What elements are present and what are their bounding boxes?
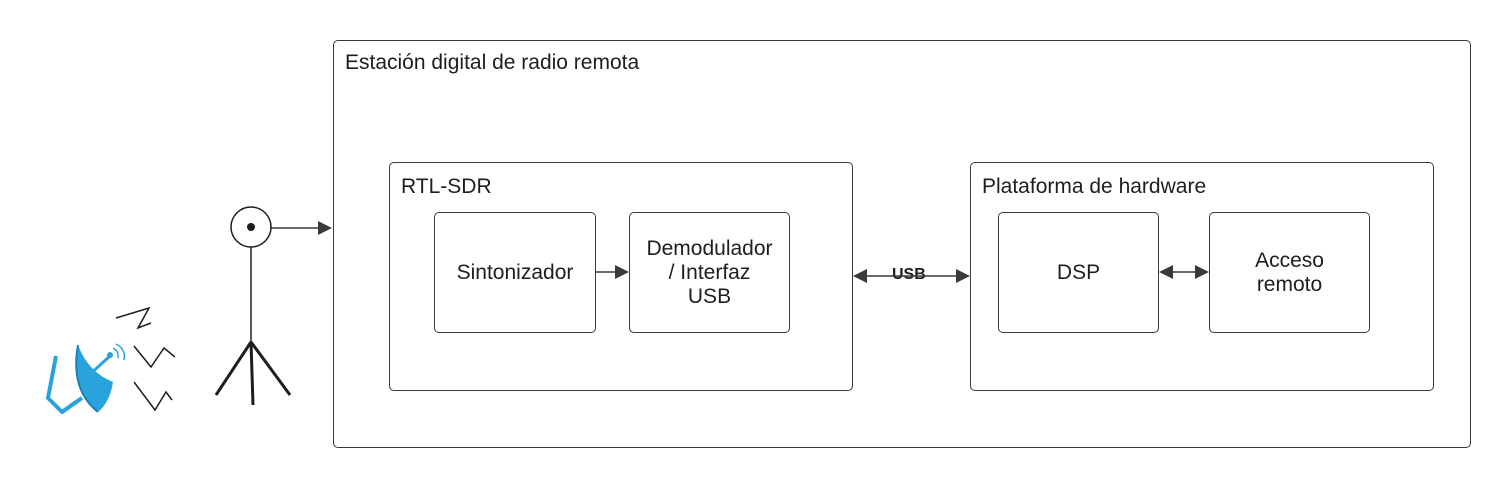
usb-bidirectional-arrow	[853, 269, 970, 283]
demodulator-block: Demodulador / Interfaz USB	[629, 212, 790, 333]
hardware-platform-container	[970, 162, 1434, 391]
station-container	[333, 40, 1471, 448]
tuner-to-demodulator-arrow	[596, 265, 629, 279]
dsp-remote-bidirectional-arrow	[1159, 265, 1209, 279]
rtl-sdr-container	[389, 162, 853, 391]
demodulator-label: Demodulador / Interfaz USB	[646, 236, 773, 308]
remote-access-label: Acceso remoto	[1255, 248, 1324, 296]
dsp-label: DSP	[1056, 260, 1101, 284]
usb-link-label: USB	[892, 266, 926, 283]
rtl-sdr-title: RTL-SDR	[401, 175, 492, 198]
antenna-to-station-arrow	[271, 221, 332, 235]
radio-waves-icon	[115, 306, 176, 412]
tuner-label: Sintonizador	[456, 260, 574, 284]
remote-access-block: Acceso remoto	[1209, 212, 1370, 333]
satellite-dish-icon	[46, 343, 126, 414]
tuner-block: Sintonizador	[434, 212, 596, 333]
dsp-block: DSP	[998, 212, 1159, 333]
hardware-platform-title: Plataforma de hardware	[982, 175, 1207, 198]
station-title: Estación digital de radio remota	[345, 51, 640, 74]
antenna-icon	[214, 206, 292, 406]
